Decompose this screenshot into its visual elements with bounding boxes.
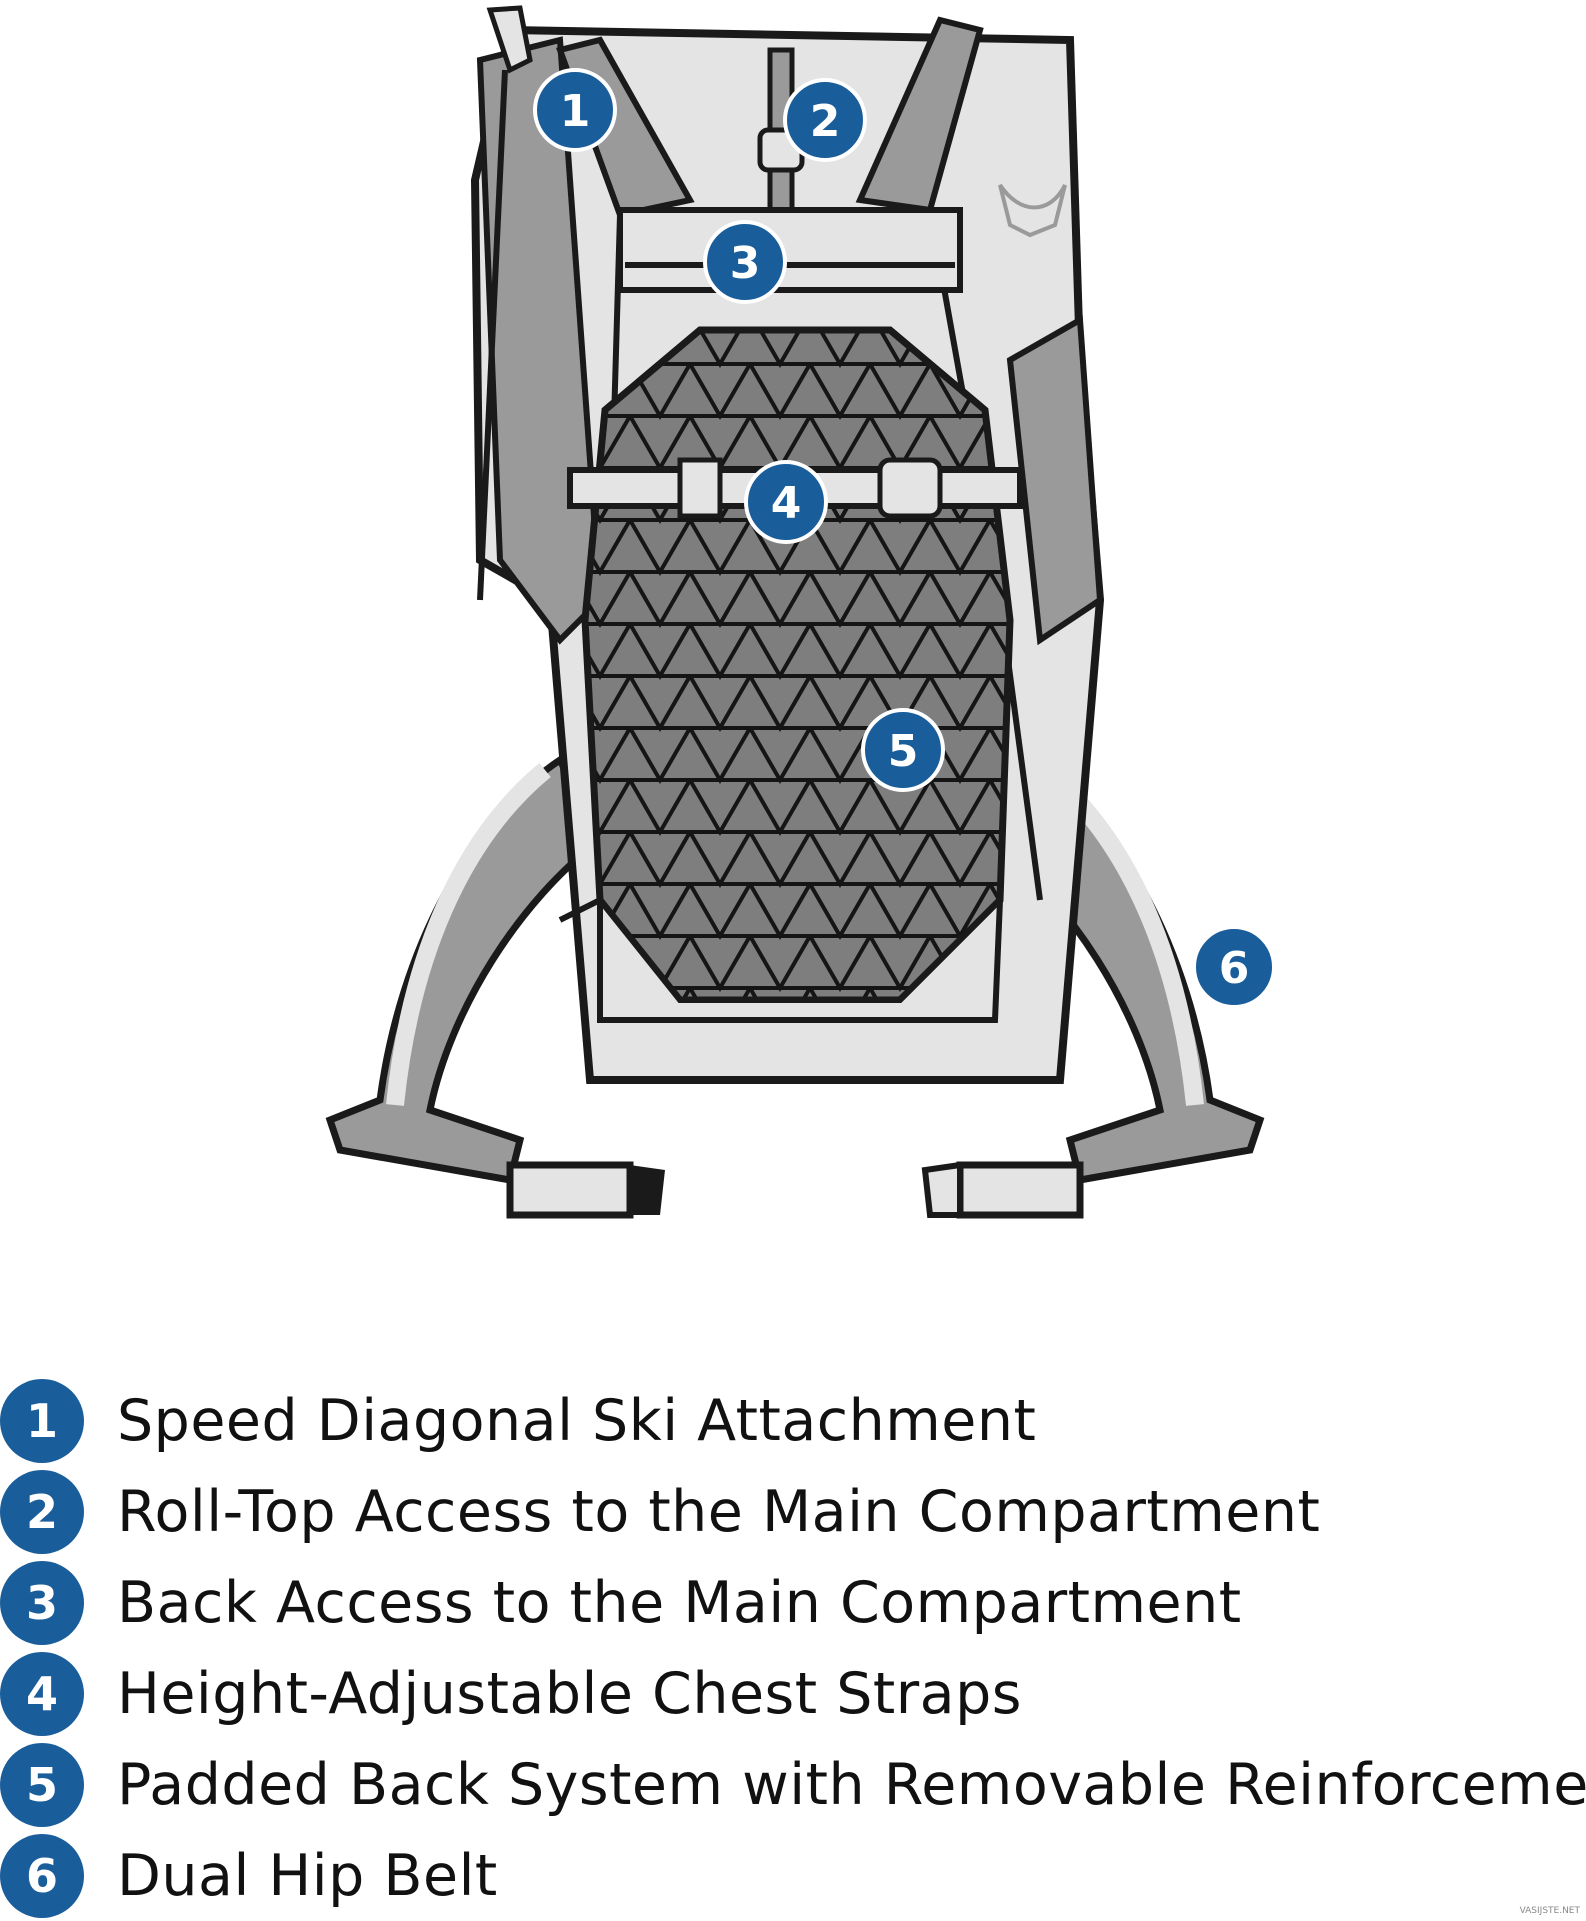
legend-item-6: 6 Dual Hip Belt — [0, 1830, 1586, 1921]
feature-legend: 1 Speed Diagonal Ski Attachment 2 Roll-T… — [0, 1375, 1586, 1921]
legend-number-5: 5 — [0, 1742, 84, 1827]
legend-number-3: 3 — [0, 1560, 84, 1645]
callout-number-5: 5 — [888, 726, 919, 777]
watermark: VASIJSTE.NET — [1519, 1906, 1580, 1916]
callout-marker-2: 2 — [783, 78, 867, 162]
callout-marker-4: 4 — [744, 460, 828, 544]
legend-item-5: 5 Padded Back System with Removable Rein… — [0, 1739, 1586, 1830]
legend-label-3: Back Access to the Main Compartment — [117, 1569, 1242, 1636]
callout-marker-1: 1 — [533, 68, 617, 152]
callout-marker-6: 6 — [1192, 925, 1276, 1009]
legend-number-2: 2 — [0, 1469, 84, 1554]
legend-item-2: 2 Roll-Top Access to the Main Compartmen… — [0, 1466, 1586, 1557]
callout-number-3: 3 — [730, 238, 761, 289]
callout-number-1: 1 — [560, 86, 591, 137]
legend-label-1: Speed Diagonal Ski Attachment — [117, 1387, 1037, 1454]
legend-number-1: 1 — [0, 1378, 84, 1463]
ski-attachment — [477, 5, 533, 601]
legend-label-2: Roll-Top Access to the Main Compartment — [117, 1478, 1321, 1545]
callout-marker-3: 3 — [703, 220, 787, 304]
back-zipper — [617, 207, 963, 293]
callout-number-6: 6 — [1219, 943, 1250, 994]
legend-label-4: Height-Adjustable Chest Straps — [117, 1660, 1022, 1727]
legend-number-4: 4 — [0, 1651, 84, 1736]
callout-marker-5: 5 — [861, 708, 945, 792]
legend-item-3: 3 Back Access to the Main Compartment — [0, 1557, 1586, 1648]
legend-item-1: 1 Speed Diagonal Ski Attachment — [0, 1375, 1586, 1466]
legend-item-4: 4 Height-Adjustable Chest Straps — [0, 1648, 1586, 1739]
roll-top-strap — [757, 47, 805, 213]
legend-label-6: Dual Hip Belt — [117, 1842, 498, 1909]
legend-number-6: 6 — [0, 1833, 84, 1918]
brand-logo-icon — [998, 183, 1067, 238]
callout-number-4: 4 — [771, 478, 802, 529]
callout-number-2: 2 — [810, 96, 841, 147]
backpack-illustration: 1 2 3 4 5 6 — [325, 5, 1276, 1219]
legend-label-5: Padded Back System with Removable Reinfo… — [117, 1751, 1586, 1818]
mesh-back-panel — [581, 326, 1014, 1023]
hip-belt-left — [325, 754, 665, 1219]
